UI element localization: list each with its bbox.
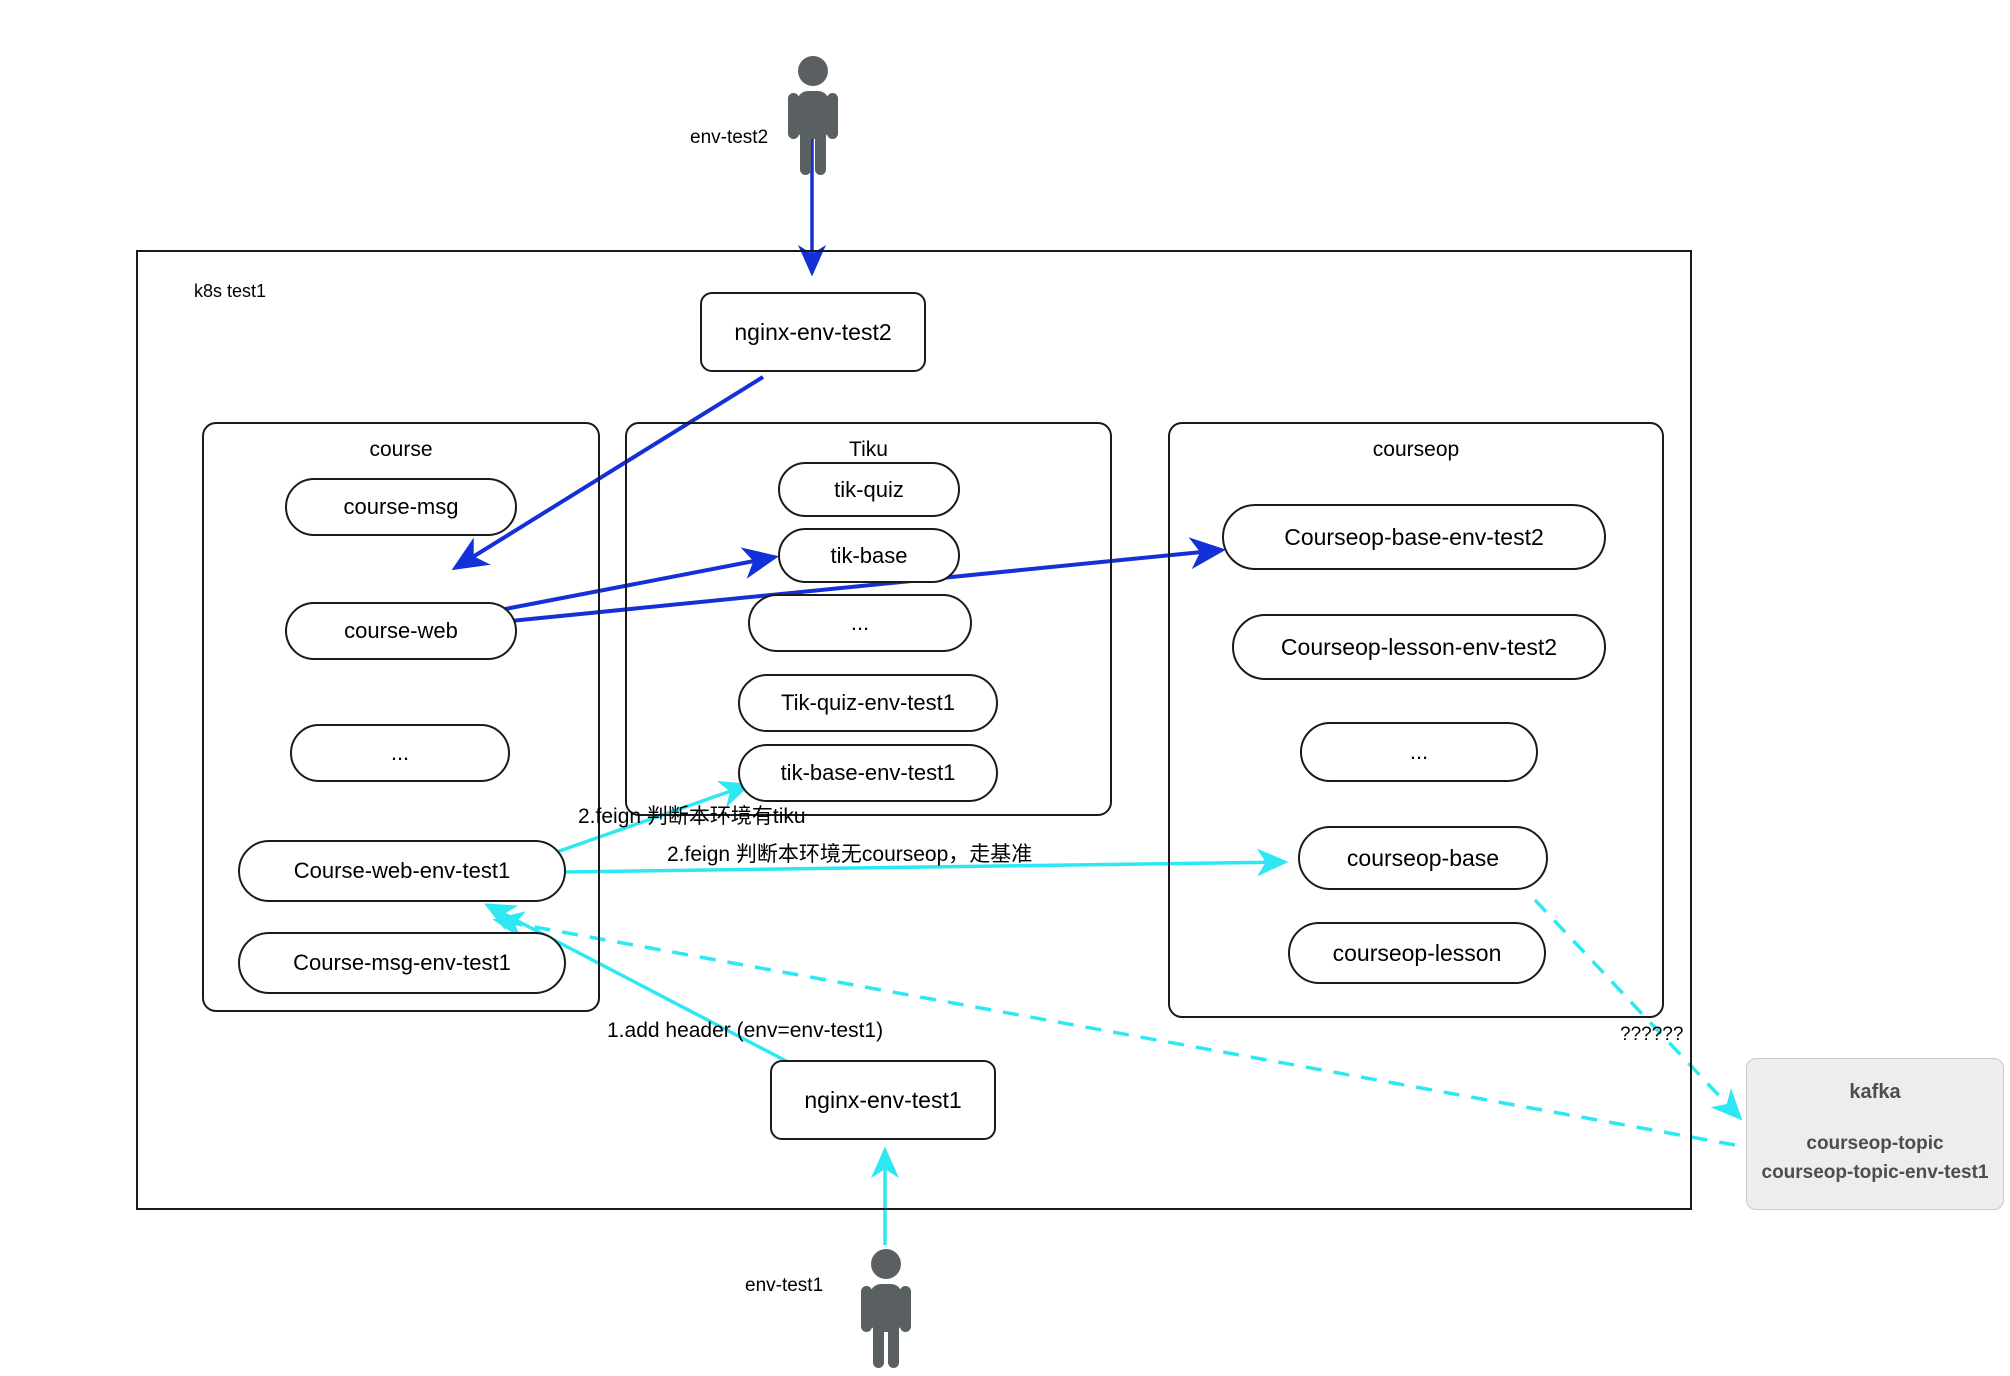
node-tiku-ellipsis[interactable]: ...: [748, 594, 972, 652]
annotation-unknown-marker: ??????: [1620, 1024, 1684, 1045]
node-course-web[interactable]: course-web: [285, 602, 517, 660]
actor-env-test1-label: env-test1: [745, 1275, 824, 1296]
kafka-topics: courseop-topic courseop-topic-env-test1: [1762, 1130, 1989, 1187]
annotation-add-header: 1.add header (env=env-test1): [607, 1019, 884, 1042]
node-course-msg-env-test1[interactable]: Course-msg-env-test1: [238, 932, 566, 994]
node-courseop-base-env-test2[interactable]: Courseop-base-env-test2: [1222, 504, 1606, 570]
node-courseop-lesson[interactable]: courseop-lesson: [1288, 922, 1546, 984]
actor-env-test2-label: env-test2: [690, 127, 769, 148]
kafka-topic-1: courseop-topic-env-test1: [1761, 1161, 1989, 1183]
group-courseop-title: courseop: [1372, 438, 1460, 461]
group-tiku-title: Tiku: [849, 438, 888, 461]
node-nginx-env-test1[interactable]: nginx-env-test1: [770, 1060, 996, 1140]
node-course-ellipsis[interactable]: ...: [290, 724, 510, 782]
group-course-title: course: [369, 438, 433, 461]
group-course: [202, 422, 600, 1012]
annotation-feign-tiku: 2.feign 判断本环境有tiku: [578, 805, 806, 828]
node-tik-quiz-env-test1[interactable]: Tik-quiz-env-test1: [738, 674, 998, 732]
node-course-web-env-test1[interactable]: Course-web-env-test1: [238, 840, 566, 902]
k8s-cluster-label: k8s test1: [194, 281, 267, 301]
node-courseop-base[interactable]: courseop-base: [1298, 826, 1548, 890]
kafka-title: kafka: [1849, 1081, 1901, 1103]
node-courseop-ellipsis[interactable]: ...: [1300, 722, 1538, 782]
node-kafka[interactable]: kafka courseop-topic courseop-topic-env-…: [1746, 1058, 2004, 1210]
actor-env-test2: [782, 55, 844, 175]
kafka-topic-0: courseop-topic: [1806, 1133, 1944, 1154]
node-tik-base-env-test1[interactable]: tik-base-env-test1: [738, 744, 998, 802]
k8s-cluster-box: [136, 250, 1692, 1210]
node-course-msg[interactable]: course-msg: [285, 478, 517, 536]
node-nginx-env-test2[interactable]: nginx-env-test2: [700, 292, 926, 372]
actor-env-test1: [855, 1248, 917, 1368]
node-tik-quiz[interactable]: tik-quiz: [778, 462, 960, 517]
node-tik-base[interactable]: tik-base: [778, 528, 960, 583]
annotation-feign-courseop: 2.feign 判断本环境无courseop，走基准: [667, 843, 1033, 866]
node-courseop-lesson-env-test2[interactable]: Courseop-lesson-env-test2: [1232, 614, 1606, 680]
